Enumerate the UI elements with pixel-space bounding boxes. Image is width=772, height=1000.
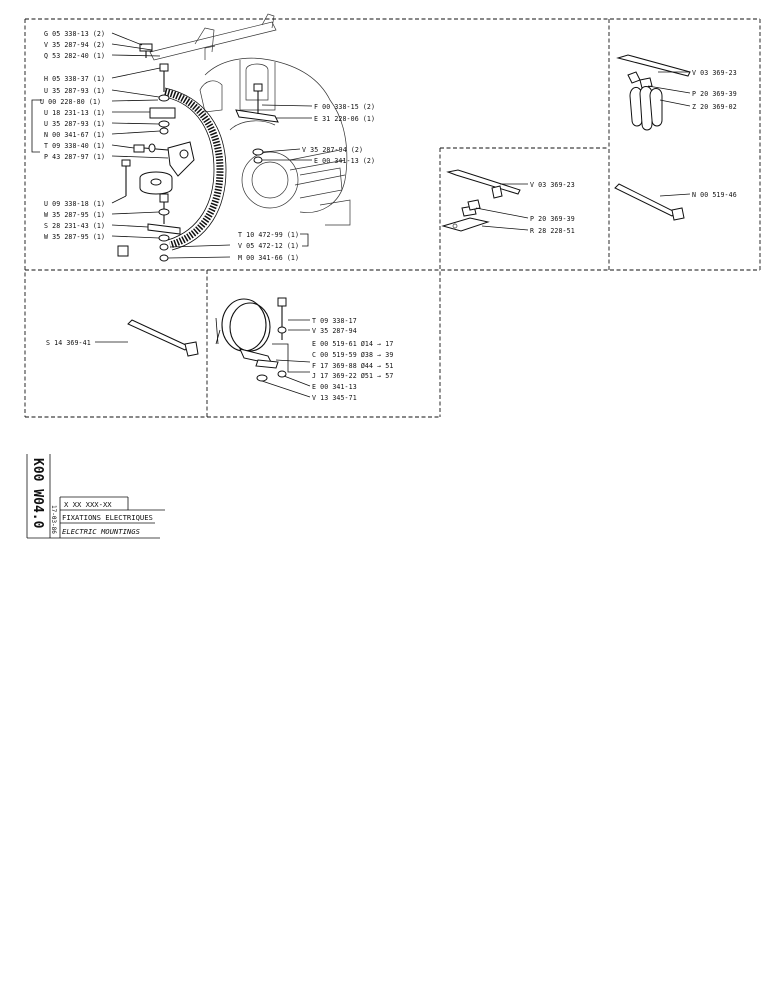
part-label: T 09 338-40 (1) xyxy=(44,142,105,150)
part-label: P 43 287-97 (1) xyxy=(44,153,105,161)
cable-tie-left-labels: S 14 369-41 xyxy=(46,339,91,347)
part-label: U 18 231-13 (1) xyxy=(44,109,105,117)
strap-clip-labels: V 03 369-23 P 20 369-39 Z 20 369-02 xyxy=(692,69,737,111)
p-clamp-labels: T 09 338-17 V 35 287-94 E 00 519-61 Ø14 → … xyxy=(312,317,393,402)
engine-sketch xyxy=(31,13,351,262)
part-label: U 35 287-93 (1) xyxy=(44,120,105,128)
cable-tie-right xyxy=(614,183,691,221)
part-label: V 03 369-23 xyxy=(692,69,737,77)
part-label: N 00 341-67 (1) xyxy=(44,131,105,139)
title-english: ELECTRIC MOUNTINGS xyxy=(62,527,141,536)
part-label: F 17 369-88 Ø44 → 51 xyxy=(312,362,393,370)
part-label: V 03 369-23 xyxy=(530,181,575,189)
part-label: E 31 228-06 (1) xyxy=(314,115,375,123)
part-label: V 35 287-94 xyxy=(312,327,357,335)
part-number: X XX XXX-XX xyxy=(64,500,112,509)
part-label: G 05 338-13 (2) xyxy=(44,30,105,38)
cable-tie-right-labels: N 00 519-46 xyxy=(692,191,737,199)
engine-part-labels: G 05 338-13 (2) V 35 287-94 (2) Q 53 282-4… xyxy=(40,30,375,262)
part-label: U 00 228-80 (1) xyxy=(40,98,101,106)
part-label: F 00 338-15 (2) xyxy=(314,103,375,111)
part-label: P 20 369-39 xyxy=(692,90,737,98)
strap-clip-drawing xyxy=(616,54,691,131)
part-label: P 20 369-39 xyxy=(530,215,575,223)
part-label: W 35 287-95 (1) xyxy=(44,211,105,219)
part-label: V 05 472-12 (1) xyxy=(238,242,299,250)
p-clamp-drawing xyxy=(215,297,311,398)
part-label: V 13 345-71 xyxy=(312,394,357,402)
sheet-reference: K00 W04.0 xyxy=(30,458,45,529)
part-label: S 28 231-43 (1) xyxy=(44,222,105,230)
part-label: V 35 287-94 (2) xyxy=(302,146,363,154)
title-block: K00 W04.0 17-03-86 X XX XXX-XX FIXATIONS… xyxy=(26,454,165,539)
engine-leader-lines xyxy=(111,32,313,259)
part-label: M 00 341-66 (1) xyxy=(238,254,299,262)
part-label: E 00 341-13 (2) xyxy=(314,157,375,165)
part-label: Q 53 282-40 (1) xyxy=(44,52,105,60)
strap-plate-drawing xyxy=(441,169,529,232)
strap-plate-labels: V 03 369-23 P 20 369-39 R 28 228-51 xyxy=(530,181,575,235)
part-label: N 00 519-46 xyxy=(692,191,737,199)
part-label: V 35 287-94 (2) xyxy=(44,41,105,49)
part-label: C 00 519-59 Ø38 → 39 xyxy=(312,351,393,359)
part-label: Z 20 369-02 xyxy=(692,103,737,111)
part-label: U 09 338-18 (1) xyxy=(44,200,105,208)
part-label: U 35 287-93 (1) xyxy=(44,87,105,95)
part-label: R 28 228-51 xyxy=(530,227,575,235)
part-label: E 00 519-61 Ø14 → 17 xyxy=(312,340,393,348)
part-label: E 00 341-13 xyxy=(312,383,357,391)
sheet-date: 17-03-86 xyxy=(50,505,57,534)
braided-strap xyxy=(164,88,224,249)
part-label: S 14 369-41 xyxy=(46,339,91,347)
part-label: H 05 338-37 (1) xyxy=(44,75,105,83)
cable-tie-left xyxy=(95,319,199,357)
part-label: T 10 472-99 (1) xyxy=(238,231,299,239)
part-label: J 17 369-22 Ø51 → 57 xyxy=(312,372,393,380)
part-label: W 35 287-95 (1) xyxy=(44,233,105,241)
title-french: FIXATIONS ELECTRIQUES xyxy=(62,513,153,522)
part-label: T 09 338-17 xyxy=(312,317,357,325)
panel-frames xyxy=(24,18,761,418)
